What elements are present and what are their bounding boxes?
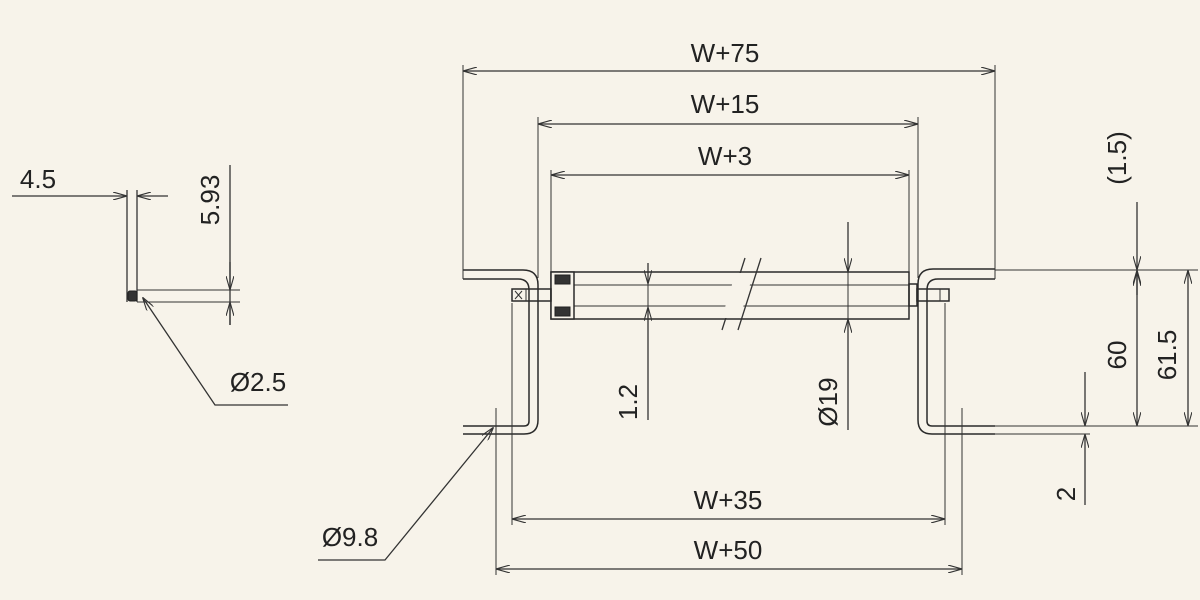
dim-diameter-19: Ø19 [813, 377, 843, 426]
right-bracket [917, 268, 995, 435]
dim-2: 2 [1051, 487, 1081, 501]
right-dimensions [1085, 202, 1188, 505]
shaft-pin-icon [127, 290, 138, 302]
dim-diameter-2-5: Ø2.5 [230, 367, 286, 397]
left-bracket [463, 278, 530, 427]
dim-61-5: 61.5 [1152, 330, 1182, 381]
top-dimensions [462, 65, 996, 279]
dim-4-5: 4.5 [20, 164, 56, 194]
dim-5-93: 5.93 [195, 175, 225, 226]
dim-w-plus-15: W+15 [691, 89, 760, 119]
dim-diameter-9-8: Ø9.8 [322, 522, 378, 552]
dim-1-2: 1.2 [613, 384, 643, 420]
roller-assembly [463, 257, 1198, 435]
shaft-end-detail [12, 165, 288, 406]
bottom-dimensions [318, 222, 963, 575]
dim-w-plus-50: W+50 [694, 535, 763, 565]
dim-60: 60 [1102, 341, 1132, 370]
dim-w-plus-35: W+35 [694, 485, 763, 515]
dim-w-plus-75: W+75 [691, 38, 760, 68]
dim-w-plus-3: W+3 [698, 141, 752, 171]
dim-1-5: (1.5) [1102, 131, 1132, 184]
